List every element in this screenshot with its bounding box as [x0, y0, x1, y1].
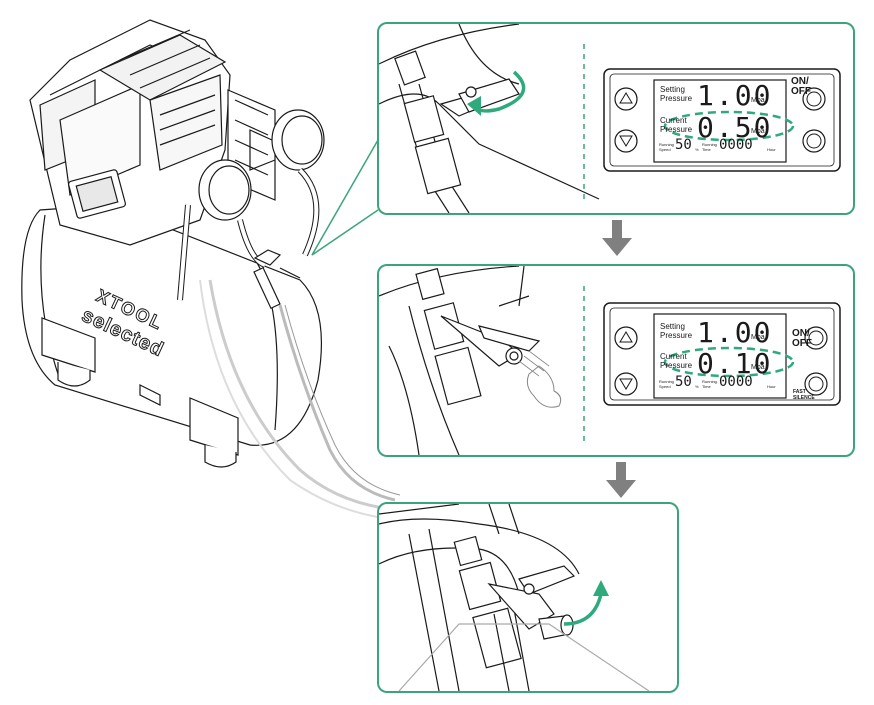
unit-setting: Mpa: [751, 97, 765, 104]
setting-label-2: Pressure: [660, 94, 693, 103]
speed-label-2-p2: Speed: [659, 384, 671, 389]
current-label-1: Current: [660, 116, 687, 125]
step-3-valve-illustration: [379, 504, 650, 691]
setting-value-p2: 1.00: [697, 316, 773, 349]
lcd-screen: [653, 79, 787, 163]
current-value-p2: 0.10: [697, 347, 773, 380]
speed-label-1: Running: [659, 142, 674, 147]
unit-setting-p2: Mpa: [751, 334, 765, 341]
step-3-panel: [377, 502, 679, 693]
power-button-2: [804, 326, 828, 350]
fast-label-2: SILENCE: [793, 395, 815, 401]
on-off-label-2: OFF: [791, 86, 811, 97]
speed-label-1-p2: Running: [659, 379, 674, 384]
speed-label-2: Speed: [659, 147, 671, 152]
tank-foot-right: [189, 397, 239, 456]
step-arrow-2: [606, 462, 636, 498]
current-pressure-highlight: [663, 110, 795, 142]
unit-current-p2: Mpa: [751, 364, 765, 371]
compressor-tank: [21, 204, 323, 446]
time-value-p2: 0000: [719, 374, 753, 390]
current-label-1-p2: Current: [660, 352, 687, 361]
step-arrow-1: [602, 220, 632, 256]
fast-label-1: FAST: [793, 389, 806, 395]
mode-button: [802, 129, 826, 153]
setting-label-1-p2: Setting: [660, 322, 685, 331]
tank-foot-left: [41, 317, 96, 373]
current-value: 0.50: [697, 111, 773, 144]
up-button: [614, 87, 638, 111]
setting-label-2-p2: Pressure: [660, 331, 693, 340]
on-off-label-1: ON/: [791, 76, 809, 87]
handle-motion-ghost: [526, 365, 562, 408]
air-hose-1: [278, 304, 396, 502]
down-button-2: [614, 372, 638, 396]
air-hose-2: [208, 279, 401, 512]
setting-label-1: Setting: [660, 85, 685, 94]
step-2-panel: Setting Pressure 1.00 Mpa Current Pressu…: [377, 264, 855, 457]
rotate-arrow-close: [563, 593, 603, 626]
time-label-2: Time: [702, 147, 711, 152]
time-unit-p2: Hour: [767, 384, 776, 389]
current-label-2-p2: Pressure: [660, 361, 693, 370]
speed-unit-p2: %: [695, 384, 699, 389]
power-button: [802, 87, 826, 111]
speed-value: 50: [675, 137, 692, 153]
on-off-label-2-p2: OFF: [792, 338, 812, 349]
time-label-1: Running: [702, 142, 717, 147]
time-unit: Hour: [767, 147, 776, 152]
mode-button-2: [804, 372, 828, 396]
speed-value-p2: 50: [675, 374, 692, 390]
step-1-valve-illustration: [379, 24, 841, 213]
setting-value: 1.00: [697, 79, 773, 112]
down-button: [614, 129, 638, 153]
time-value: 0000: [719, 137, 753, 153]
step-2-valve-illustration: [379, 266, 841, 455]
current-label-2: Pressure: [660, 125, 693, 134]
up-button-2: [614, 326, 638, 350]
speed-unit: %: [695, 147, 699, 152]
step-1-panel: Setting Pressure 1.00 Mpa Current Pressu…: [377, 22, 855, 215]
time-label-1-p2: Running: [702, 379, 717, 384]
current-pressure-highlight-2: [663, 346, 795, 378]
unit-current: Mpa: [751, 128, 765, 135]
time-label-2-p2: Time: [702, 384, 711, 389]
on-off-label-1-p2: ON/: [792, 328, 810, 339]
air-hose-3: [199, 279, 401, 521]
